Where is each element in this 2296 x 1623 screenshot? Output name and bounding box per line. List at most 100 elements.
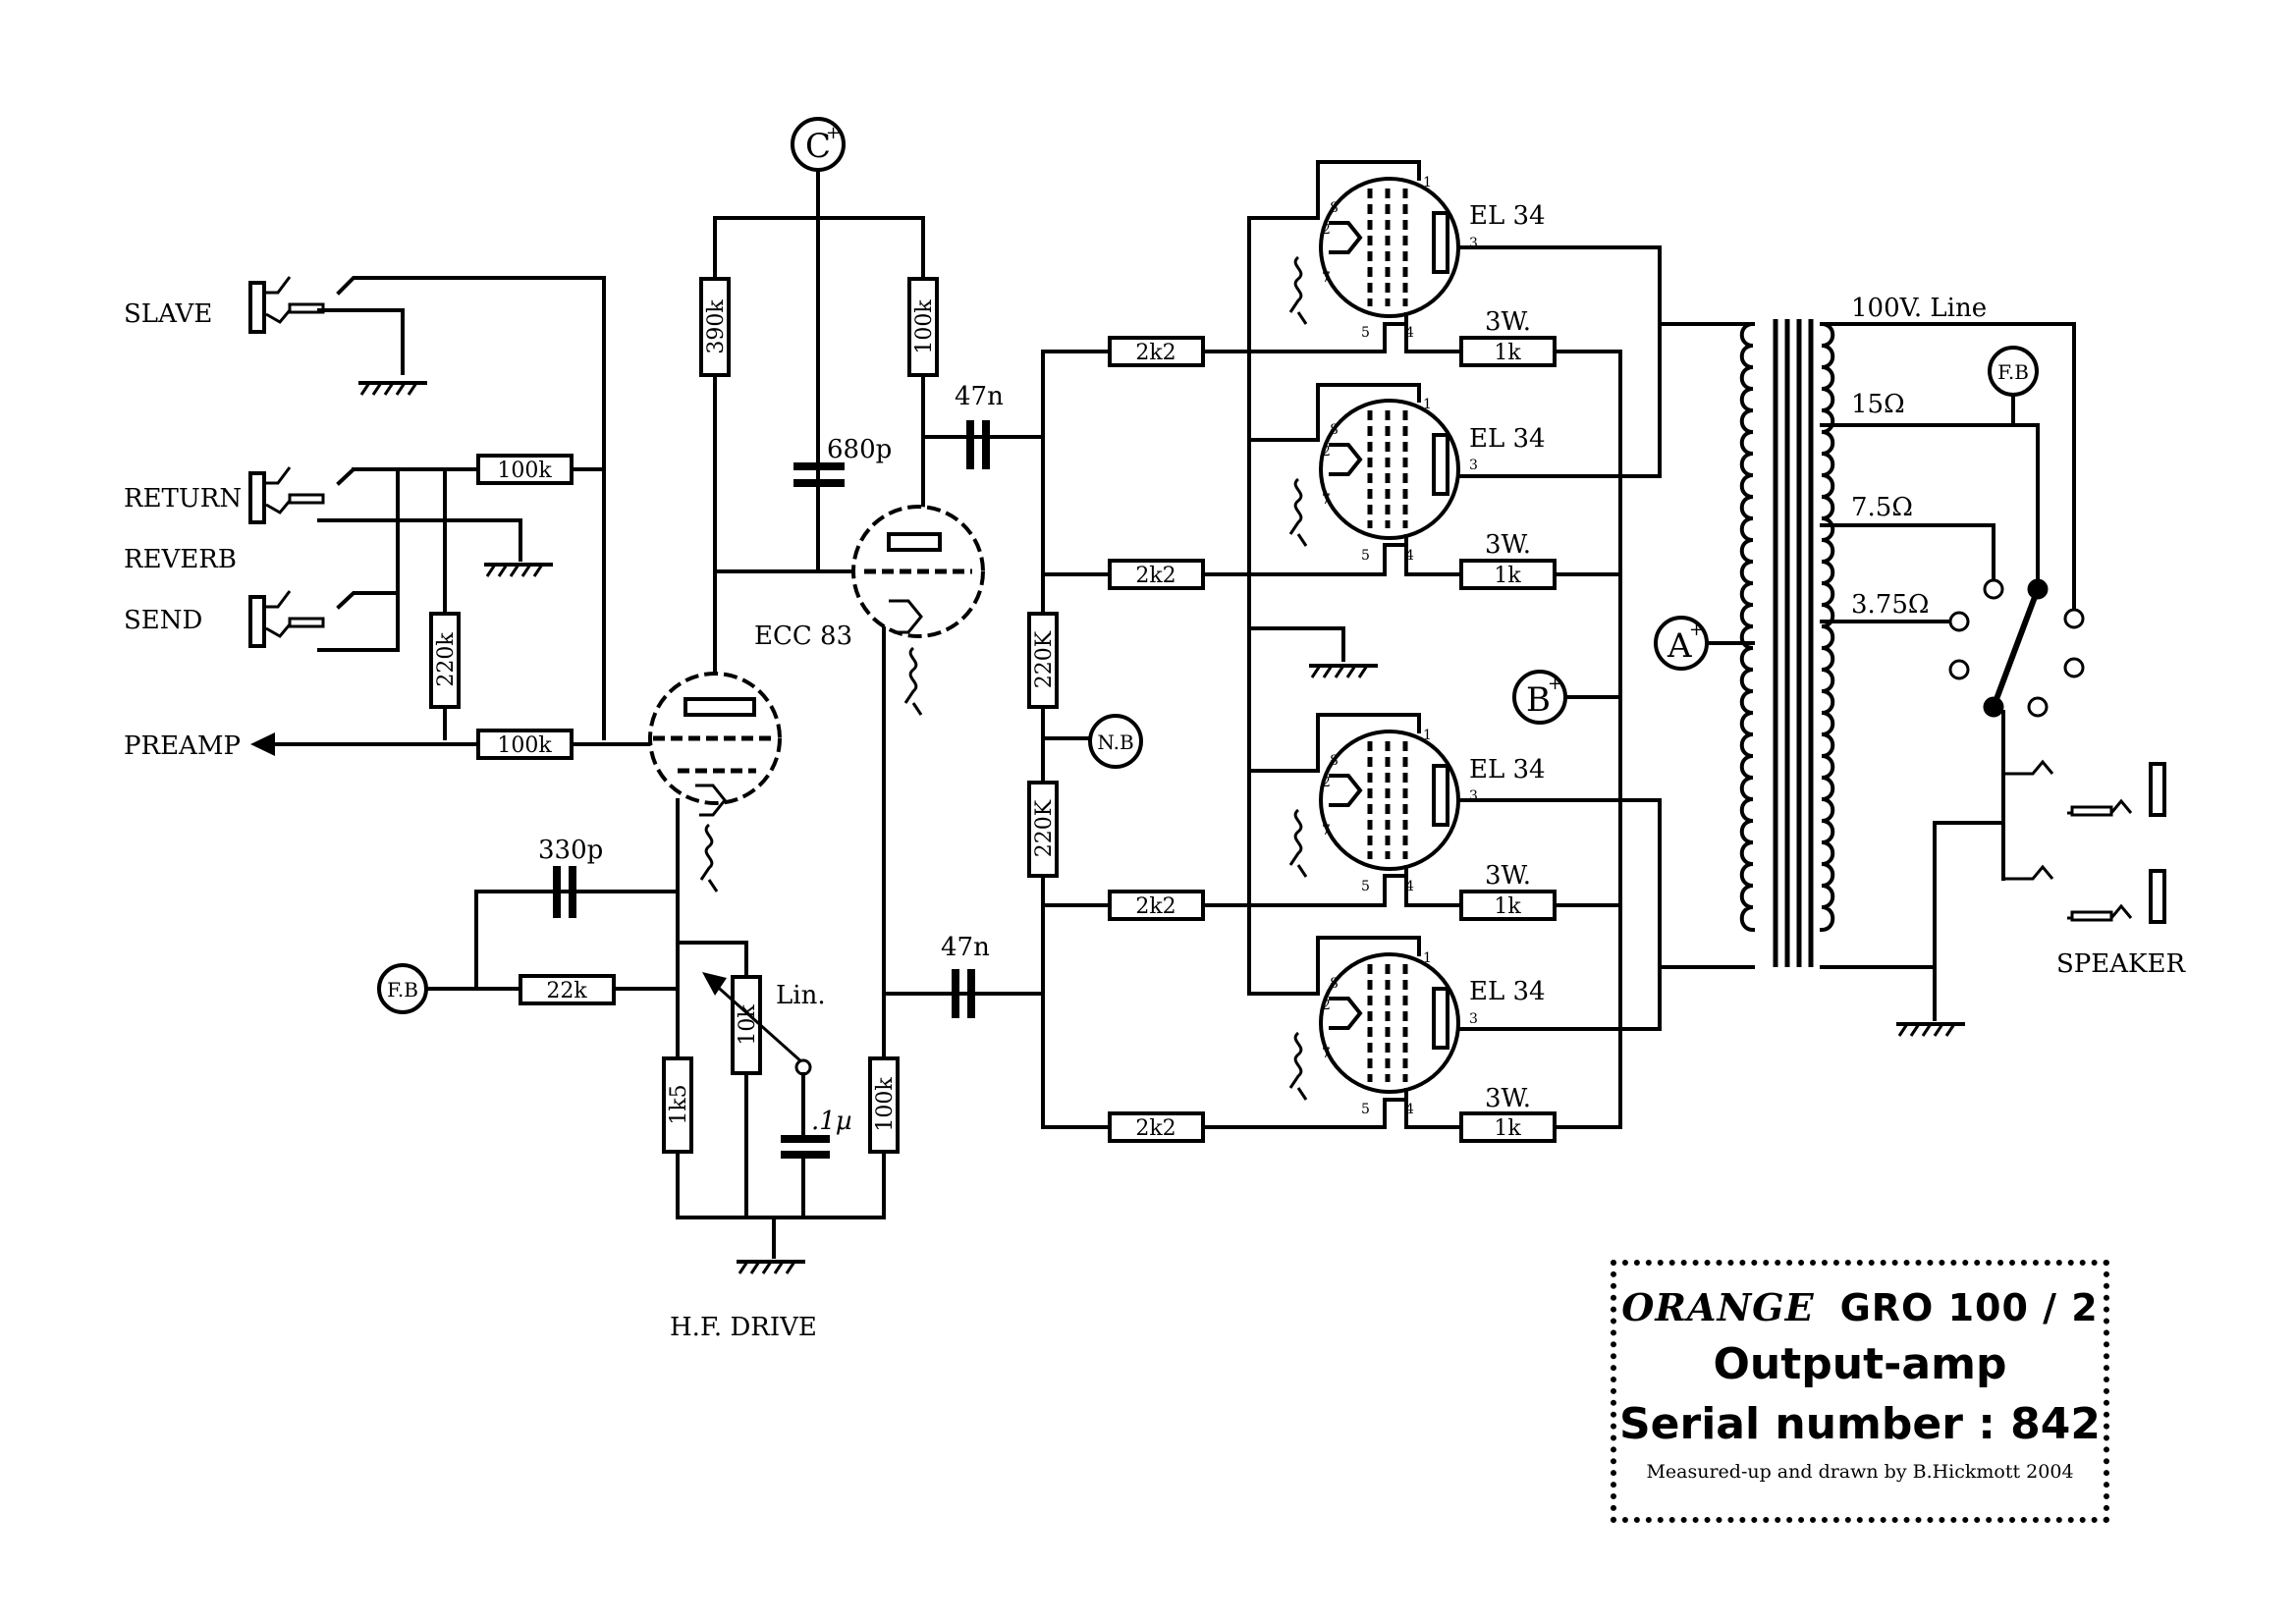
el34-tube-4: EL 34 1 8 2 7 3 5 4 <box>1288 936 1546 1117</box>
plate-390k-resistor: 390k <box>699 277 731 377</box>
slave-label: SLAVE <box>124 299 212 329</box>
plate-100k-resistor: 100k <box>907 277 939 377</box>
screen-1k-2: 1k 3W. <box>1404 530 1622 590</box>
svg-text:3: 3 <box>1469 788 1478 804</box>
svg-text:+: + <box>826 123 841 143</box>
svg-text:5: 5 <box>1361 879 1370 894</box>
brand-name: ORANGE <box>1621 1285 1815 1329</box>
svg-text:F.B: F.B <box>387 978 418 1001</box>
el34-tube-3: EL 34 1 8 2 7 3 5 4 <box>1288 713 1546 894</box>
speaker-jack-2 <box>2003 864 2166 924</box>
tail-100k-resistor: 100k <box>868 1056 900 1154</box>
svg-text:2k2: 2k2 <box>1135 564 1175 588</box>
svg-text:3W.: 3W. <box>1485 1084 1531 1113</box>
svg-text:2: 2 <box>1322 444 1331 460</box>
tap-15-label: 15Ω <box>1851 390 1905 419</box>
svg-text:47n: 47n <box>955 382 1004 411</box>
hf-drive-label: H.F. DRIVE <box>670 1313 817 1342</box>
svg-text:10k: 10k <box>736 1004 760 1046</box>
svg-text:F.B: F.B <box>1997 360 2029 384</box>
svg-text:1k: 1k <box>1494 894 1521 919</box>
svg-text:220K: 220K <box>1032 630 1057 688</box>
svg-text:8: 8 <box>1330 422 1339 438</box>
author-credit: Measured-up and drawn by B.Hickmott 2004 <box>1646 1461 2074 1483</box>
svg-text:390k: 390k <box>704 299 729 354</box>
svg-text:5: 5 <box>1361 548 1370 564</box>
send-label: SEND <box>124 606 202 635</box>
svg-text:EL 34: EL 34 <box>1469 977 1546 1006</box>
preamp-label: PREAMP <box>124 731 241 761</box>
a-plus-supply: A + <box>1654 616 1755 671</box>
capacitor-01u: .1µ <box>781 1107 852 1159</box>
svg-text:2: 2 <box>1322 222 1331 238</box>
svg-text:.1µ: .1µ <box>811 1107 852 1136</box>
svg-text:7: 7 <box>1322 492 1331 508</box>
subtitle: Output-amp <box>1713 1339 2007 1389</box>
svg-text:N.B: N.B <box>1097 730 1133 754</box>
svg-text:4: 4 <box>1405 548 1414 564</box>
svg-text:8: 8 <box>1330 200 1339 216</box>
grid-2k2-2: 2k2 <box>1041 559 1387 590</box>
bias-220k-top: 220K <box>1027 612 1059 709</box>
svg-text:3W.: 3W. <box>1485 307 1531 337</box>
svg-text:A: A <box>1667 626 1692 666</box>
svg-text:100k: 100k <box>497 733 552 758</box>
loop-100k-resistor: 100k <box>352 454 606 485</box>
svg-text:7: 7 <box>1322 1046 1331 1061</box>
preamp-output: 100k PREAMP <box>124 729 655 761</box>
svg-text:7: 7 <box>1322 270 1331 286</box>
svg-text:5: 5 <box>1361 1102 1370 1117</box>
svg-text:C: C <box>805 127 831 166</box>
svg-text:3: 3 <box>1469 458 1478 473</box>
slave-jack: SLAVE <box>124 275 606 740</box>
serial-number: Serial number : 842 <box>1618 1399 2101 1449</box>
svg-text:4: 4 <box>1405 325 1414 341</box>
grid-2k2-3: 2k2 <box>1041 890 1387 921</box>
tap-75-label: 7.5Ω <box>1851 493 1913 522</box>
capacitor-47n-top: 47n <box>955 382 1004 469</box>
svg-text:22k: 22k <box>546 979 587 1003</box>
svg-text:3: 3 <box>1469 1011 1478 1027</box>
svg-text:3W.: 3W. <box>1485 861 1531 891</box>
svg-text:4: 4 <box>1405 879 1414 894</box>
fb-left-node: F.B <box>377 963 428 1014</box>
svg-text:100k: 100k <box>873 1077 898 1132</box>
svg-text:8: 8 <box>1330 976 1339 992</box>
svg-text:330p: 330p <box>538 836 603 865</box>
svg-text:1k5: 1k5 <box>667 1084 691 1124</box>
svg-text:2k2: 2k2 <box>1135 1116 1175 1141</box>
ecc83-lower-triode <box>648 672 782 893</box>
svg-text:+: + <box>1689 620 1704 640</box>
svg-text:5: 5 <box>1361 325 1370 341</box>
svg-text:2k2: 2k2 <box>1135 894 1175 919</box>
fb-right-node: F.B <box>1988 346 2039 427</box>
svg-text:EL 34: EL 34 <box>1469 755 1546 784</box>
svg-text:2k2: 2k2 <box>1135 341 1175 365</box>
speaker-jack-1 <box>2003 759 2166 817</box>
svg-text:220k: 220k <box>434 632 459 687</box>
impedance-selector-switch <box>1948 578 2085 718</box>
svg-text:Lin.: Lin. <box>776 981 826 1010</box>
svg-text:1k: 1k <box>1494 1116 1521 1141</box>
cathode-1k5-resistor: 1k5 <box>662 1056 693 1154</box>
svg-text:8: 8 <box>1330 753 1339 769</box>
b-plus-supply: B + <box>1512 670 1622 725</box>
line-100v-label: 100V. Line <box>1851 294 1987 323</box>
svg-text:ECC 83: ECC 83 <box>754 622 852 651</box>
svg-text:2: 2 <box>1322 998 1331 1013</box>
loop-220k-resistor: 220k <box>429 467 461 740</box>
screen-1k-3: 1k 3W. <box>1404 861 1622 921</box>
speaker-label: SPEAKER <box>2056 949 2186 979</box>
svg-text:1: 1 <box>1423 175 1432 190</box>
send-jack: SEND <box>124 469 400 652</box>
svg-text:1k: 1k <box>1494 564 1521 588</box>
output-transformer <box>1739 319 1835 967</box>
svg-text:3W.: 3W. <box>1485 530 1531 560</box>
svg-text:1k: 1k <box>1494 341 1521 365</box>
svg-text:100k: 100k <box>912 299 937 354</box>
capacitor-47n-bottom: 47n <box>941 933 990 1018</box>
svg-text:1: 1 <box>1423 397 1432 412</box>
